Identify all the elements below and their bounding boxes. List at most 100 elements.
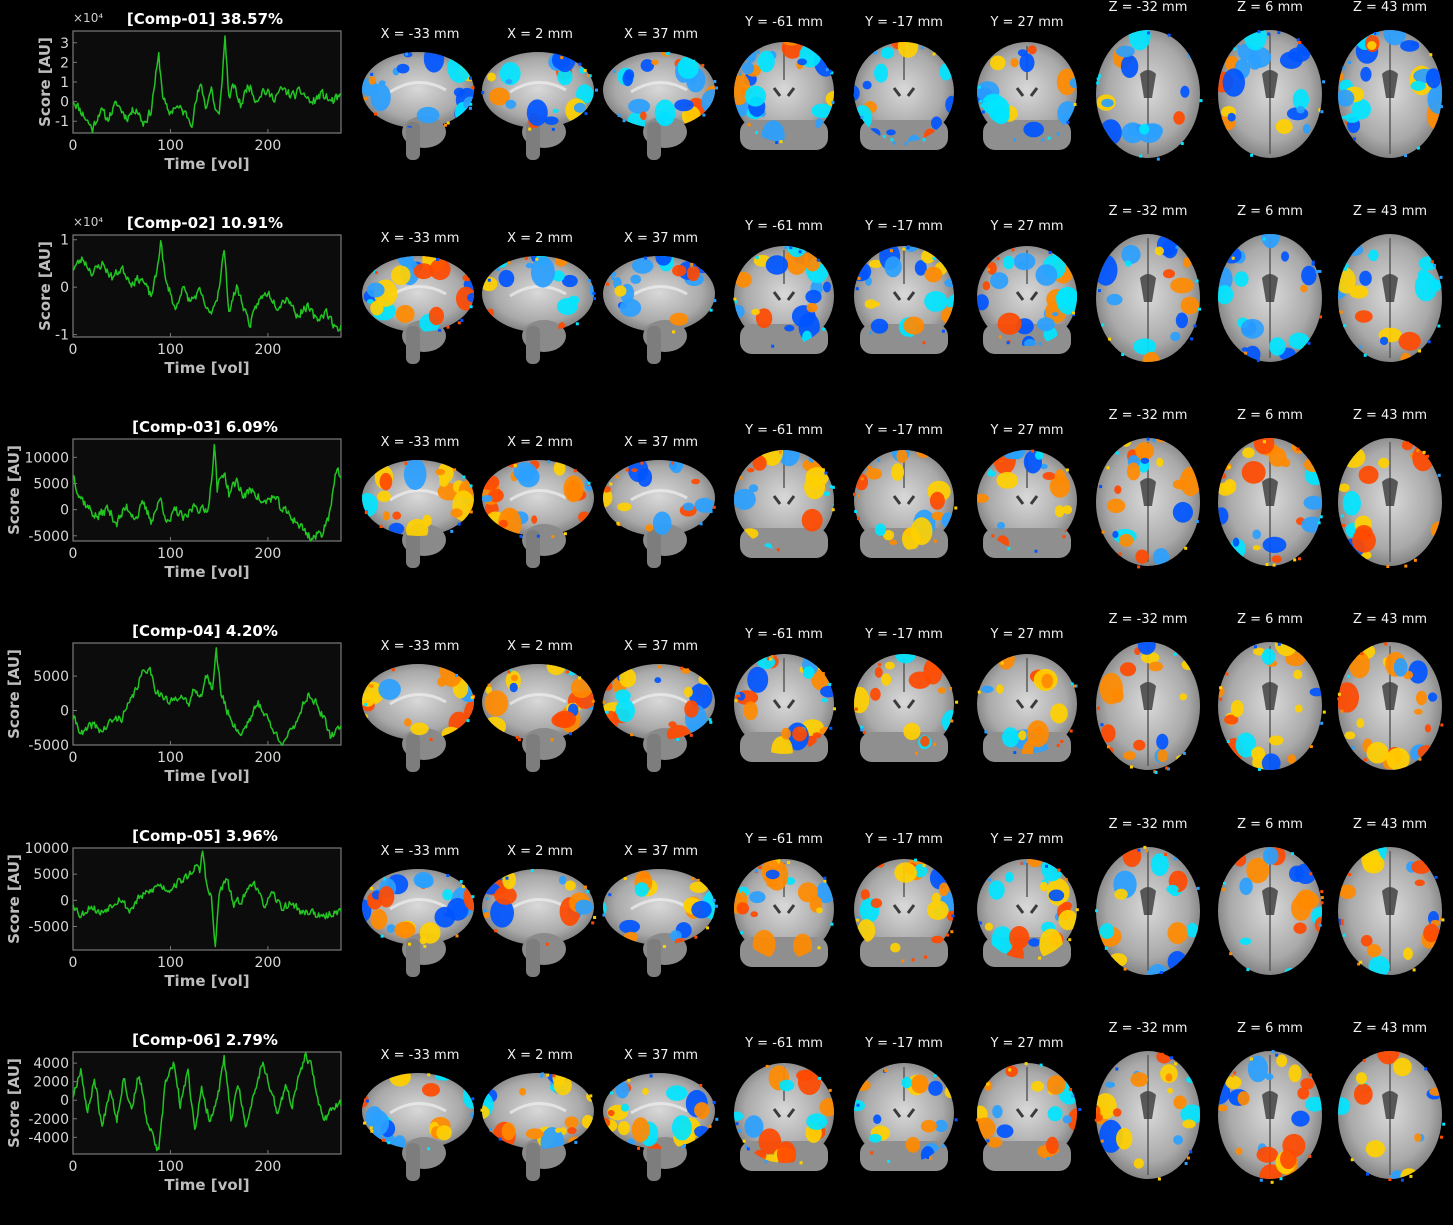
activation-speckle bbox=[831, 508, 835, 512]
ventricles bbox=[1262, 274, 1278, 302]
slice-coordinate-label: Z = 6 mm bbox=[1237, 612, 1303, 627]
activation-speckle bbox=[469, 76, 472, 80]
activation-speckle bbox=[1296, 38, 1300, 42]
activation-speckle bbox=[766, 657, 770, 661]
activation-speckle bbox=[1260, 439, 1264, 443]
activation-speckle bbox=[784, 245, 788, 249]
activation-speckle bbox=[1193, 324, 1197, 328]
activation-blob bbox=[984, 922, 993, 931]
slice-coordinate-label: Y = -61 mm bbox=[745, 627, 823, 642]
activation-blob bbox=[870, 687, 881, 701]
ventricles bbox=[1382, 274, 1398, 302]
activation-blob bbox=[369, 1110, 389, 1136]
activation-blob bbox=[987, 261, 997, 275]
activation-blob bbox=[744, 1115, 764, 1138]
activation-blob bbox=[488, 87, 510, 106]
activation-speckle bbox=[586, 74, 590, 78]
lower-region bbox=[860, 937, 948, 967]
brain-slice-axial bbox=[1338, 1051, 1446, 1182]
activation-speckle bbox=[1008, 1068, 1012, 1072]
activation-blob bbox=[382, 511, 390, 521]
activation-blob bbox=[937, 687, 946, 694]
activation-speckle bbox=[1267, 32, 1271, 36]
activation-blob bbox=[785, 877, 796, 885]
activation-speckle bbox=[831, 100, 835, 104]
activation-speckle bbox=[920, 46, 924, 50]
activation-speckle bbox=[487, 278, 491, 282]
activation-speckle bbox=[712, 1101, 716, 1104]
activation-overlay bbox=[1106, 438, 1200, 566]
activation-blob bbox=[505, 79, 513, 85]
activation-blob bbox=[1105, 1081, 1115, 1088]
activation-blob bbox=[1121, 122, 1145, 144]
slice-coordinate-label: Y = -17 mm bbox=[865, 832, 943, 847]
activation-blob bbox=[1172, 501, 1193, 523]
x-tick-label: 200 bbox=[255, 138, 282, 154]
activation-blob bbox=[552, 108, 559, 113]
slice-coordinate-label: Y = -61 mm bbox=[745, 15, 823, 30]
activation-speckle bbox=[587, 481, 591, 485]
activation-blob bbox=[990, 55, 1006, 71]
activation-speckle bbox=[775, 141, 779, 144]
activation-blob bbox=[1148, 661, 1163, 672]
activation-blob bbox=[624, 69, 635, 81]
activation-speckle bbox=[810, 459, 814, 463]
activation-speckle bbox=[1311, 262, 1315, 266]
activation-speckle bbox=[1340, 922, 1344, 926]
activation-speckle bbox=[924, 955, 927, 959]
brain-slice-coronal bbox=[854, 245, 954, 354]
activation-overlay bbox=[1218, 642, 1322, 770]
brain-slice-coronal bbox=[977, 449, 1077, 558]
activation-speckle bbox=[1038, 342, 1042, 346]
activation-blob bbox=[666, 1085, 688, 1101]
activation-blob bbox=[873, 1114, 882, 1124]
activation-speckle bbox=[403, 258, 406, 262]
activation-speckle bbox=[370, 684, 374, 688]
activation-speckle bbox=[702, 113, 706, 117]
ventricles bbox=[772, 1108, 796, 1118]
activation-speckle bbox=[446, 121, 450, 125]
activation-blob bbox=[1165, 1073, 1173, 1082]
activation-blob bbox=[1054, 505, 1065, 518]
brain-slice-axial bbox=[1096, 30, 1203, 161]
activation-speckle bbox=[466, 277, 470, 281]
activation-speckle bbox=[1315, 270, 1319, 274]
activation-overlay bbox=[981, 654, 1068, 754]
activation-speckle bbox=[1198, 307, 1202, 311]
activation-speckle bbox=[496, 268, 500, 272]
activation-blob bbox=[1096, 1113, 1103, 1122]
activation-overlay bbox=[734, 1065, 834, 1163]
activation-blob bbox=[929, 491, 945, 510]
activation-overlay bbox=[734, 859, 834, 959]
activation-blob bbox=[1028, 938, 1041, 947]
corpus-callosum bbox=[630, 693, 688, 706]
activation-speckle bbox=[922, 341, 926, 345]
activation-blob bbox=[1418, 256, 1438, 271]
activation-blob bbox=[672, 264, 687, 277]
activation-speckle bbox=[1277, 31, 1281, 35]
activation-blob bbox=[578, 511, 591, 523]
y-tick-label: 5000 bbox=[33, 669, 69, 685]
activation-blob bbox=[1309, 687, 1322, 697]
activation-blob bbox=[1240, 318, 1264, 339]
x-tick-label: 100 bbox=[157, 750, 184, 766]
activation-speckle bbox=[1437, 473, 1441, 477]
ventricles bbox=[1262, 478, 1278, 506]
activation-speckle bbox=[592, 292, 596, 295]
activation-blob bbox=[366, 299, 374, 304]
activation-speckle bbox=[1186, 1156, 1190, 1160]
activation-speckle bbox=[831, 485, 835, 489]
activation-speckle bbox=[1189, 1150, 1193, 1154]
activation-blob bbox=[640, 111, 647, 120]
activation-blob bbox=[1284, 968, 1297, 975]
y-tick-label: 0 bbox=[60, 95, 69, 111]
brain-slice-sagittal bbox=[481, 52, 598, 160]
activation-blob bbox=[806, 1113, 828, 1130]
activation-blob bbox=[1408, 660, 1428, 684]
activation-speckle bbox=[1343, 267, 1347, 271]
activation-speckle bbox=[1320, 721, 1324, 725]
brain-slice-axial bbox=[1218, 1050, 1322, 1184]
corpus-callosum bbox=[630, 489, 688, 502]
activation-blob bbox=[1297, 1087, 1310, 1100]
activation-blob bbox=[796, 1069, 814, 1081]
